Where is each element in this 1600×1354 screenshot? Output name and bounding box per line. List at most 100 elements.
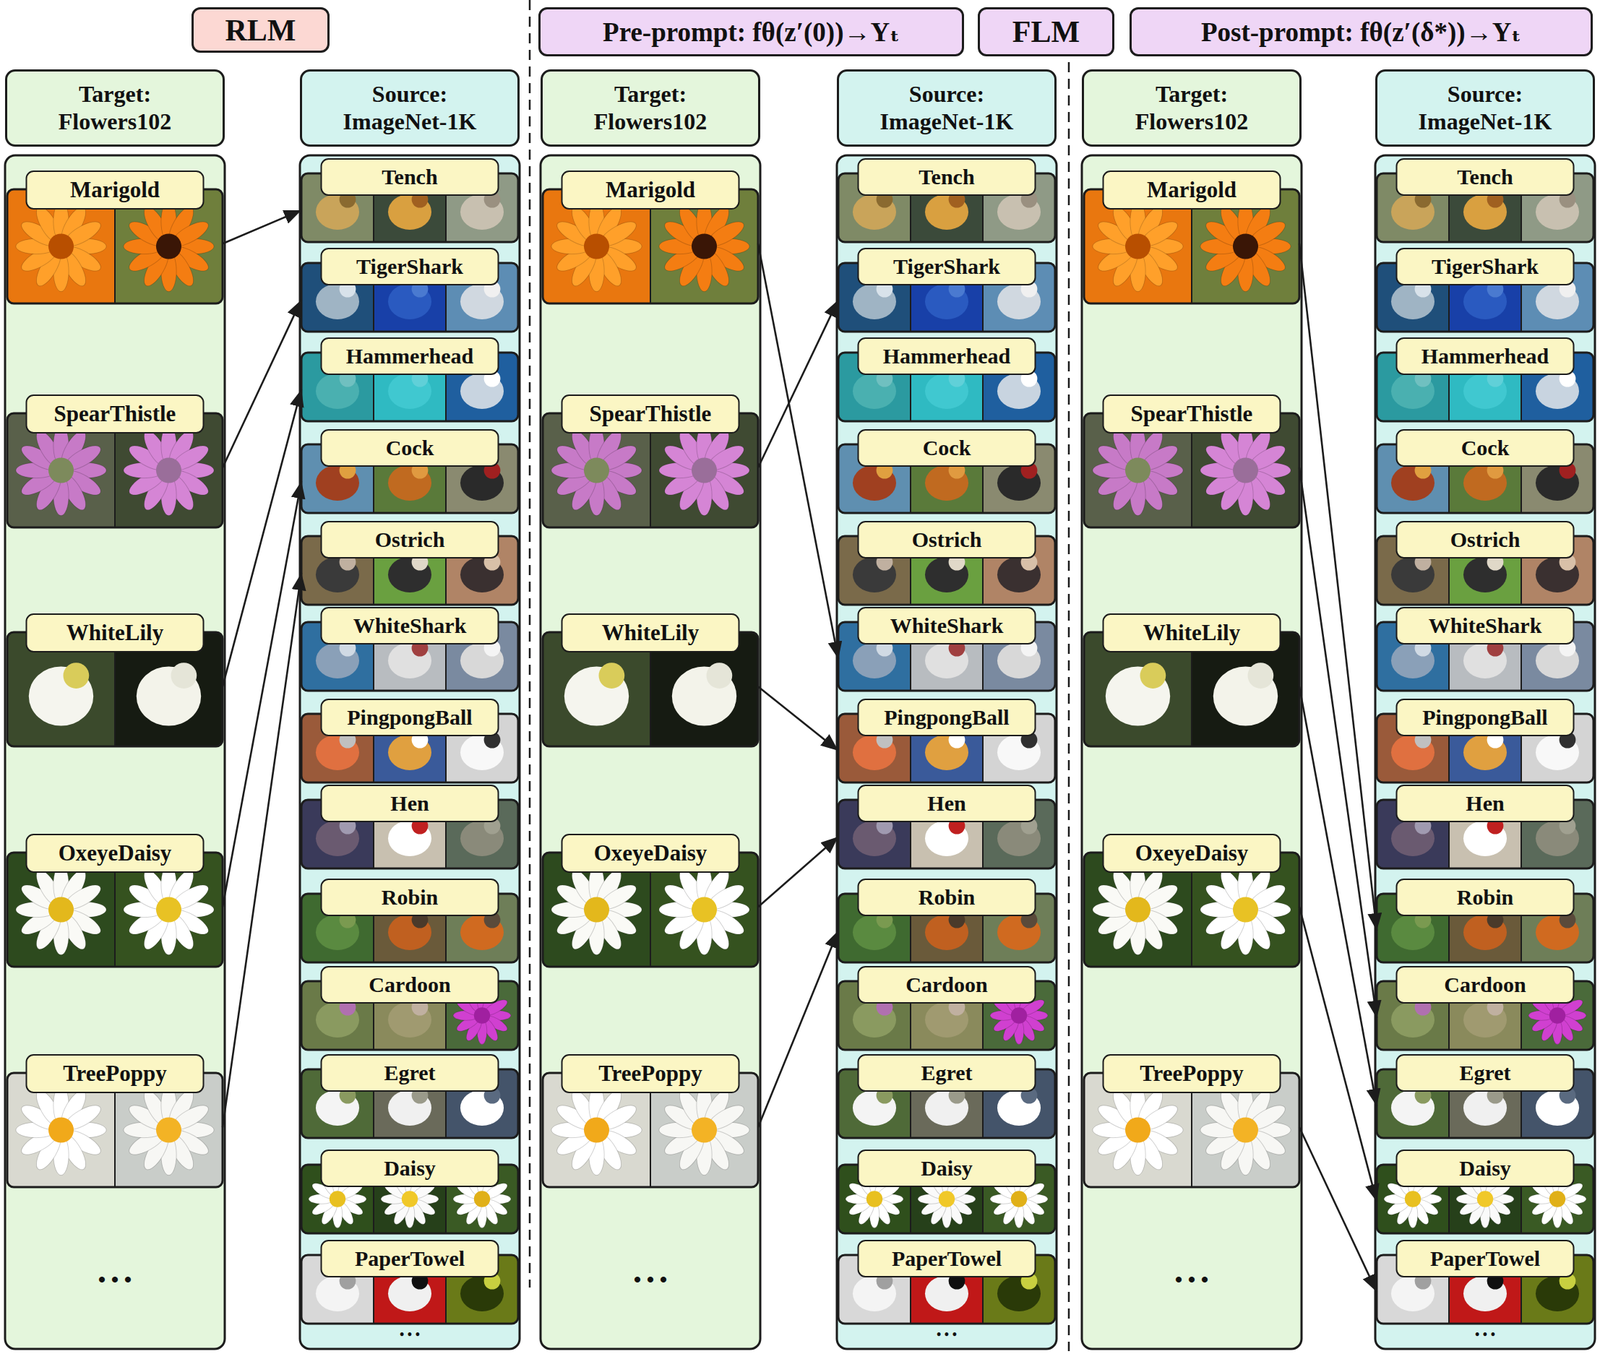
source-column-panel: [1375, 155, 1595, 1350]
class-label: WhiteShark: [320, 607, 500, 645]
dataset-header-text: Source: ImageNet-1K: [326, 80, 493, 136]
flower-center: [1125, 896, 1151, 923]
class-label: WhiteShark: [857, 607, 1037, 645]
flower-center: [48, 457, 74, 483]
class-label: Cardoon: [320, 966, 500, 1004]
class-label: OxeyeDaisy: [1102, 833, 1282, 873]
class-mapping-arrow: [222, 573, 302, 1128]
class-mapping-arrow: [758, 836, 839, 907]
class-label: TigerShark: [857, 247, 1037, 286]
source-class-item: Hammerhead: [838, 337, 1056, 422]
class-label: Tench: [1396, 158, 1575, 196]
source-class-item: Cock: [301, 429, 519, 514]
flower-center: [156, 457, 182, 483]
source-class-item: Cock: [1376, 429, 1594, 514]
class-label: SpearThistle: [1102, 394, 1282, 434]
flower-center: [1477, 1190, 1494, 1207]
flower-center: [1011, 1190, 1027, 1207]
source-class-item: Daisy: [1376, 1149, 1594, 1234]
target-class-item: SpearThistle: [7, 394, 223, 528]
flower-center: [938, 1190, 955, 1207]
class-label: TigerShark: [1396, 247, 1575, 286]
flower-center: [48, 896, 74, 923]
class-mapping-arrow: [758, 243, 839, 660]
class-label: Egret: [320, 1054, 500, 1092]
class-label: Hen: [857, 784, 1037, 823]
class-label: Cardoon: [857, 966, 1037, 1004]
source-class-item: Tench: [301, 158, 519, 243]
flower-center: [1232, 896, 1259, 923]
ellipsis-mark: • • •: [98, 1269, 133, 1291]
target-class-item: OxeyeDaisy: [7, 833, 223, 967]
source-class-item: Robin: [838, 878, 1056, 963]
method-tag: RLM: [191, 7, 330, 53]
class-label: PingpongBall: [320, 698, 500, 737]
target-column-panel: [5, 155, 225, 1350]
class-label: PaperTowel: [857, 1240, 1037, 1278]
source-class-item: Ostrich: [1376, 521, 1594, 605]
target-class-item: WhiteLily: [1084, 613, 1300, 747]
class-mapping-arrow: [222, 210, 302, 244]
target-class-item: TreePoppy: [542, 1054, 759, 1188]
flower-center: [1232, 457, 1259, 483]
class-label: Marigold: [561, 170, 741, 210]
photo-detail: [170, 662, 197, 689]
source-class-item: PaperTowel: [301, 1240, 519, 1324]
class-label: WhiteLily: [561, 613, 741, 653]
class-label: Hammerhead: [857, 337, 1037, 376]
target-dataset-header: Target: Flowers102: [540, 69, 761, 147]
class-label: WhiteShark: [1396, 607, 1575, 645]
class-mapping-arrow: [758, 930, 839, 1128]
class-label: WhiteLily: [1102, 613, 1282, 653]
class-label: Cock: [857, 429, 1037, 467]
flower-center: [156, 896, 182, 923]
source-class-item: Tench: [838, 158, 1056, 243]
source-dataset-header: Source: ImageNet-1K: [836, 69, 1057, 147]
target-class-item: Marigold: [1084, 170, 1300, 304]
class-label: OxeyeDaisy: [26, 833, 205, 873]
class-mapping-arrow: [758, 299, 839, 468]
source-class-item: Ostrich: [301, 521, 519, 605]
prompt-stage-tag: Pre-prompt: fθ(z′(0))→Yₜ: [538, 7, 965, 57]
target-class-item: SpearThistle: [1084, 394, 1300, 528]
photo-detail: [1139, 662, 1166, 689]
source-class-item: PingpongBall: [301, 698, 519, 783]
class-mapping-arrow: [1299, 1127, 1377, 1293]
class-label: Ostrich: [1396, 521, 1575, 559]
flower-center: [156, 233, 182, 259]
flower-center: [583, 457, 610, 483]
flower-center: [48, 233, 74, 259]
class-label: Cardoon: [1396, 966, 1575, 1004]
flower-center: [401, 1190, 418, 1207]
source-class-item: PingpongBall: [838, 698, 1056, 783]
class-label: Ostrich: [857, 521, 1037, 559]
stage-label: FLM: [1012, 14, 1080, 50]
class-label: Hen: [320, 784, 500, 823]
class-label: TreePoppy: [1102, 1054, 1282, 1094]
target-class-item: SpearThistle: [542, 394, 759, 528]
class-label: Hammerhead: [1396, 337, 1575, 376]
class-label: Daisy: [1396, 1149, 1575, 1188]
source-class-item: Cardoon: [838, 966, 1056, 1051]
flower-center: [1232, 233, 1259, 259]
class-mapping-arrow: [222, 481, 302, 907]
class-mapping-arrow: [222, 389, 302, 687]
target-column-panel: [1081, 155, 1302, 1350]
source-class-item: PaperTowel: [838, 1240, 1056, 1324]
source-class-item: Cardoon: [301, 966, 519, 1051]
class-label: Robin: [857, 878, 1037, 917]
flower-center: [1549, 1007, 1566, 1024]
class-label: TigerShark: [320, 247, 500, 286]
class-mapping-arrow: [1299, 906, 1377, 1202]
source-class-item: Egret: [1376, 1054, 1594, 1139]
class-label: WhiteLily: [26, 613, 205, 653]
source-class-item: Ostrich: [838, 521, 1056, 605]
ellipsis-mark: • • •: [1175, 1269, 1210, 1291]
source-class-item: PaperTowel: [1376, 1240, 1594, 1324]
source-column-panel: [836, 155, 1057, 1350]
class-label: Tench: [857, 158, 1037, 196]
class-label: Cock: [320, 429, 500, 467]
class-label: Marigold: [26, 170, 205, 210]
